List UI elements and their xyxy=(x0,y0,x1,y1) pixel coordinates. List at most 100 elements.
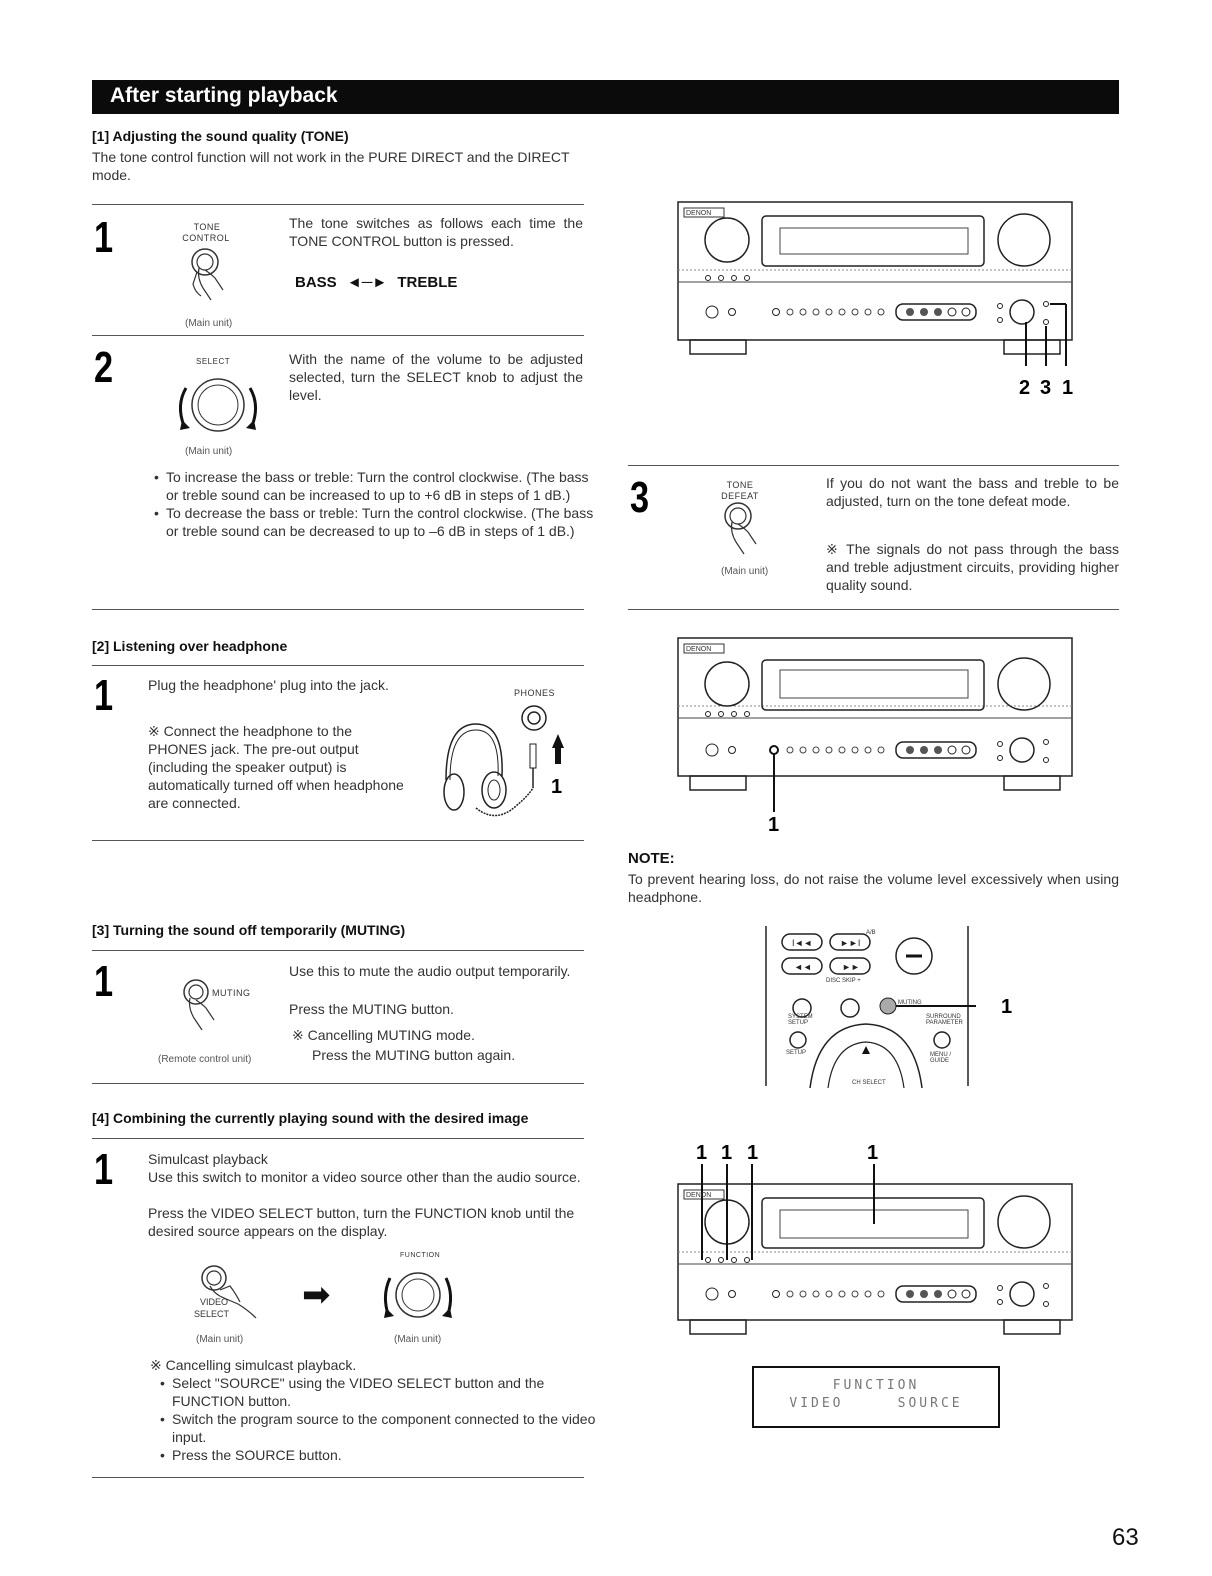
headphone-illustration xyxy=(443,705,564,817)
video-label: VIDEO xyxy=(200,1297,229,1307)
tone-bullet-list: To increase the bass or treble: Turn the… xyxy=(148,468,602,540)
divider xyxy=(92,1477,584,1478)
select-label: SELECT xyxy=(196,357,231,366)
brand-logo: DENON xyxy=(686,210,711,217)
phones-label: PHONES xyxy=(514,688,556,698)
tone-label: TONE xyxy=(726,480,754,490)
caption: (Main unit) xyxy=(721,566,769,577)
step-note: Press the MUTING button again. xyxy=(312,1047,516,1063)
ab-label: A/B xyxy=(866,930,876,936)
svg-text:►►: ►► xyxy=(842,962,860,972)
callout-number: 3 xyxy=(1040,377,1052,399)
arrow-right-icon: ➡ xyxy=(302,1276,331,1314)
muting-label: MUTING xyxy=(212,988,251,998)
step-number: 1 xyxy=(94,671,114,720)
divider xyxy=(628,465,1119,466)
page-number: 63 xyxy=(1112,1524,1139,1551)
divider xyxy=(92,950,584,951)
callout-number: 1 xyxy=(1062,377,1074,399)
select-label: SELECT xyxy=(194,1309,230,1319)
divider xyxy=(92,1138,584,1139)
display-panel: FUNCTION VIDEO SOURCE xyxy=(752,1366,1000,1428)
svg-text:I◄◄: I◄◄ xyxy=(792,938,812,948)
tone-defeat-button-illustration xyxy=(724,502,757,555)
callout-number: 1 xyxy=(768,814,780,836)
callout-number: 1 xyxy=(867,1142,879,1164)
step-text: Use this to mute the audio output tempor… xyxy=(289,963,571,979)
surround-parameter-label: SURROUND PARAMETER xyxy=(926,1014,963,1026)
divider xyxy=(92,665,584,666)
list-item: To increase the bass or treble: Turn the… xyxy=(154,468,602,504)
callout-number: 1 xyxy=(747,1142,759,1164)
step-number: 2 xyxy=(94,343,114,392)
step-number: 3 xyxy=(630,473,650,522)
step-note: ※ Connect the headphone to the PHONES ja… xyxy=(148,723,404,811)
step-note: ※ Cancelling MUTING mode. xyxy=(292,1027,475,1043)
divider xyxy=(92,840,584,841)
callout-number: 1 xyxy=(721,1142,733,1164)
step-text: Press the VIDEO SELECT button, turn the … xyxy=(148,1205,575,1239)
muting-label: MUTING xyxy=(898,1000,922,1006)
divider xyxy=(92,335,584,336)
simulcast-bullet-list: Select "SOURCE" using the VIDEO SELECT b… xyxy=(154,1374,602,1464)
caption: (Main unit) xyxy=(185,446,233,457)
treble-label: TREBLE xyxy=(397,274,458,291)
callout-number: 2 xyxy=(1019,377,1031,399)
divider xyxy=(628,609,1119,610)
note-heading: NOTE: xyxy=(628,850,675,867)
receiver-front-panel-illustration: DENON xyxy=(677,1164,1073,1335)
caption: (Main unit) xyxy=(185,318,233,329)
function-knob-illustration xyxy=(383,1272,453,1318)
banner-title: After starting playback xyxy=(110,84,338,107)
callout-number: 1 xyxy=(1001,996,1013,1018)
caption: (Main unit) xyxy=(196,1334,244,1345)
list-item: Switch the program source to the compone… xyxy=(160,1410,602,1446)
disc-skip-label: DISC SKIP + xyxy=(826,978,861,984)
video-select-button-illustration xyxy=(201,1265,257,1319)
step-text: Plug the headphone' plug into the jack. xyxy=(148,677,389,693)
divider xyxy=(92,204,584,205)
caption: (Remote control unit) xyxy=(158,1054,252,1065)
brand-logo: DENON xyxy=(686,646,711,653)
bass-treble-sequence: BASS ◄─► TREBLE xyxy=(295,274,457,291)
menu-guide-label: MENU / GUIDE xyxy=(930,1052,951,1064)
section-3-heading: [3] Turning the sound off temporarily (M… xyxy=(92,922,406,938)
display-line-1: FUNCTION xyxy=(832,1378,920,1393)
step-title: Simulcast playback xyxy=(148,1151,268,1167)
step-text: With the name of the volume to be adjust… xyxy=(289,351,583,403)
select-knob-illustration xyxy=(179,378,257,432)
defeat-label: DEFEAT xyxy=(721,491,759,501)
callout-number: 1 xyxy=(551,776,563,798)
display-line-2: VIDEO SOURCE xyxy=(789,1396,963,1411)
step-note: ※ The signals do not pass through the ba… xyxy=(826,541,1119,593)
function-label: FUNCTION xyxy=(400,1252,441,1259)
tone-label: TONE xyxy=(193,222,221,232)
svg-text:►►I: ►►I xyxy=(840,938,860,948)
caption: (Main unit) xyxy=(394,1334,442,1345)
tone-control-button-illustration xyxy=(191,248,224,301)
cancel-note: ※ Cancelling simulcast playback. xyxy=(150,1357,357,1373)
toggle-arrow-icon: ◄─► xyxy=(346,274,388,291)
setup-label: SETUP xyxy=(786,1050,807,1056)
step-number: 1 xyxy=(94,1145,114,1194)
step-text: The tone switches as follows each time t… xyxy=(289,215,583,249)
system-setup-label: SYSTEM SETUP xyxy=(788,1014,813,1026)
ch-select-label: CH SELECT xyxy=(852,1080,886,1086)
muting-button-illustration xyxy=(183,979,215,1031)
step-number: 1 xyxy=(94,213,114,262)
section-1-intro: The tone control function will not work … xyxy=(92,149,570,183)
section-1-heading: [1] Adjusting the sound quality (TONE) xyxy=(92,128,349,144)
list-item: To decrease the bass or treble: Turn the… xyxy=(154,504,602,540)
bass-label: BASS xyxy=(295,274,337,291)
step-text: If you do not want the bass and treble t… xyxy=(826,475,1119,509)
section-banner: After starting playback xyxy=(92,80,1119,114)
divider xyxy=(92,1083,584,1084)
note-text: To prevent hearing loss, do not raise th… xyxy=(628,871,1119,905)
step-text: Press the MUTING button. xyxy=(289,1001,454,1017)
receiver-front-panel-illustration: DENON xyxy=(677,201,1073,366)
step-number: 1 xyxy=(94,957,114,1006)
list-item: Press the SOURCE button. xyxy=(160,1446,602,1464)
brand-logo: DENON xyxy=(686,1192,711,1199)
divider xyxy=(92,609,584,610)
list-item: Select "SOURCE" using the VIDEO SELECT b… xyxy=(160,1374,602,1410)
